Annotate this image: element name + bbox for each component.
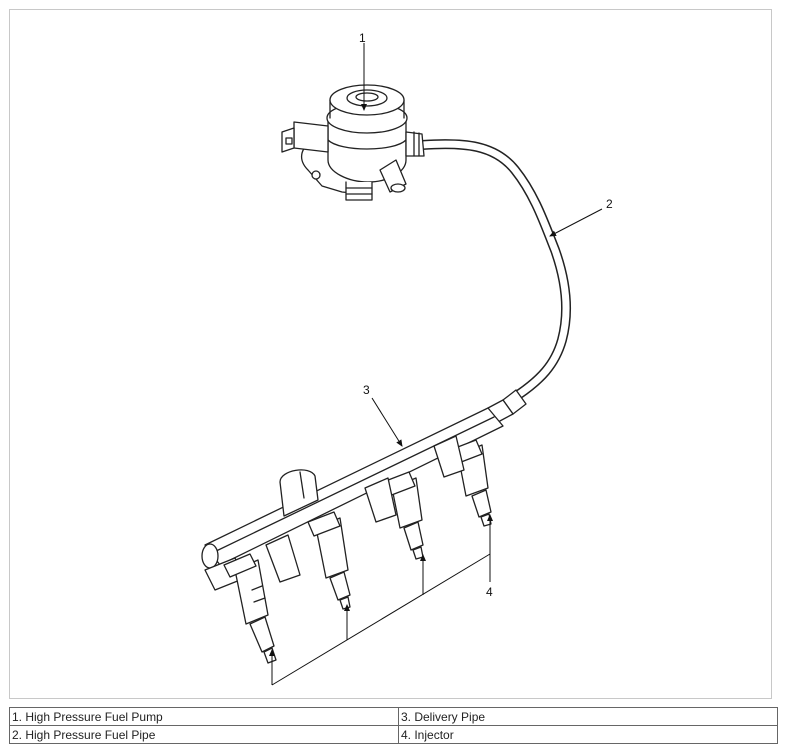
- callout-2: 2: [606, 197, 613, 211]
- leader-bracket-4: [269, 514, 493, 686]
- injector-2: [265, 511, 351, 610]
- injector-3: [364, 471, 424, 560]
- legend-item-2: 2. High Pressure Fuel Pipe: [9, 725, 399, 744]
- legend-item-4: 4. Injector: [398, 725, 778, 744]
- delivery-pipe: [201, 407, 504, 591]
- callout-4: 4: [486, 585, 493, 599]
- callout-1: 1: [359, 31, 366, 45]
- diagram-frame: 1 2 3 4: [9, 9, 772, 699]
- legend-row: 2. High Pressure Fuel Pipe 4. Injector: [9, 725, 778, 744]
- high-pressure-fuel-pipe: [417, 139, 571, 423]
- legend-item-3: 3. Delivery Pipe: [398, 707, 778, 726]
- fuel-system-diagram: 1 2 3 4: [201, 31, 613, 686]
- legend-row: 1. High Pressure Fuel Pump 3. Delivery P…: [9, 707, 778, 726]
- callout-3: 3: [363, 383, 370, 397]
- injector-1: [223, 553, 277, 664]
- injector-4: [433, 435, 492, 527]
- high-pressure-fuel-pump: [281, 84, 425, 201]
- legend-item-1: 1. High Pressure Fuel Pump: [9, 707, 399, 726]
- parts-legend-table: 1. High Pressure Fuel Pump 3. Delivery P…: [9, 707, 778, 744]
- leader-line-3: [371, 397, 403, 447]
- leader-line-2: [549, 208, 603, 237]
